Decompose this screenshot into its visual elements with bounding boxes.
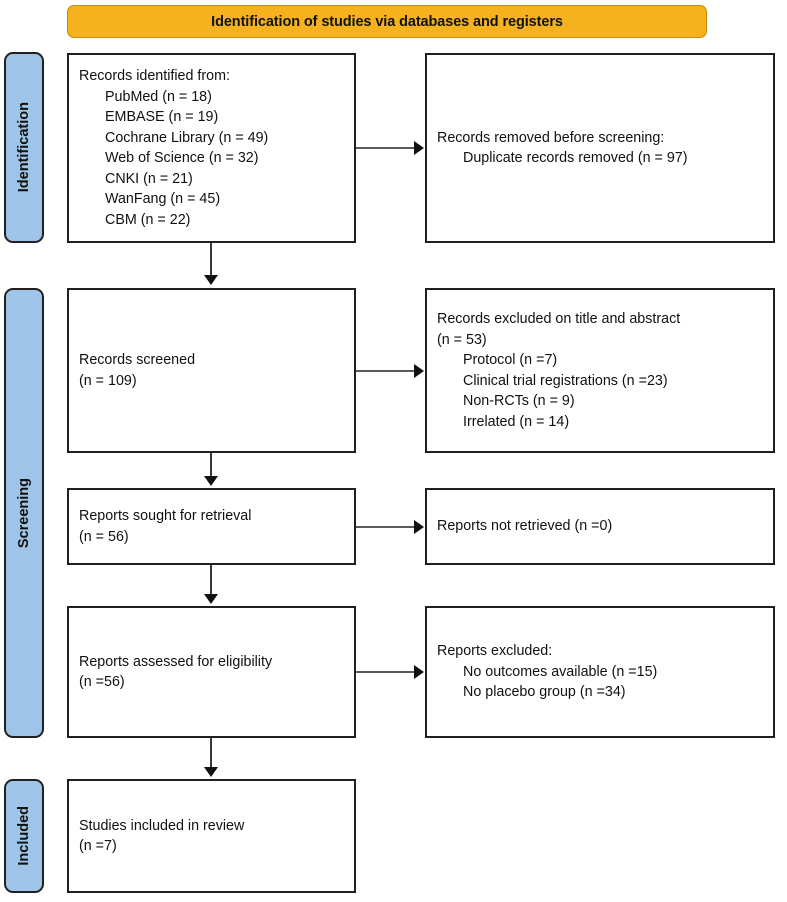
arrowhead-assessed-to-included: [204, 767, 218, 777]
diagram-banner: Identification of studies via databases …: [67, 5, 707, 38]
records-excluded-item-non-rcts: Non-RCTs (n = 9): [463, 393, 575, 409]
reports-assessed-label: Reports assessed for eligibility: [79, 653, 273, 670]
studies-included-label: Studies included in review: [79, 817, 245, 834]
stage-label-identification: Identification: [4, 52, 44, 243]
connector-screened-to-sought: [210, 453, 212, 478]
connector-sought-to-not-retrieved: [356, 526, 415, 528]
box-records-excluded: Records excluded on title and abstract (…: [425, 288, 775, 453]
box-reports-not-retrieved: Reports not retrieved (n =0): [425, 488, 775, 565]
arrowhead-sought-to-assessed: [204, 594, 218, 604]
box-reports-sought: Reports sought for retrieval (n = 56): [67, 488, 356, 565]
records-excluded-item-protocol: Protocol (n =7): [463, 352, 558, 368]
connector-identified-to-removed: [356, 147, 415, 149]
records-excluded-item-clinical-trial-registrations: Clinical trial registrations (n =23): [463, 372, 668, 389]
reports-sought-count: (n = 56): [79, 528, 129, 545]
reports-sought-label: Reports sought for retrieval: [79, 508, 252, 524]
stage-label-screening-text: Screening: [16, 477, 32, 549]
arrowhead-screened-to-excluded: [414, 364, 424, 378]
records-identified-item-embase: EMBASE (n = 19): [105, 109, 219, 125]
arrowhead-identified-to-removed: [414, 141, 424, 155]
stage-label-screening: Screening: [4, 288, 44, 738]
box-reports-assessed: Reports assessed for eligibility (n =56): [67, 606, 356, 738]
records-identified-item-pubmed: PubMed (n = 18): [105, 88, 212, 105]
records-identified-item-cochrane: Cochrane Library (n = 49): [105, 129, 269, 146]
box-records-identified: Records identified from: PubMed (n = 18)…: [67, 53, 356, 243]
reports-excluded-item-no-placebo: No placebo group (n =34): [463, 684, 626, 701]
records-screened-label: Records screened: [79, 352, 196, 368]
arrowhead-sought-to-not-retrieved: [414, 520, 424, 534]
records-identified-item-cnki: CNKI (n = 21): [105, 170, 193, 187]
records-excluded-heading: Records excluded on title and abstract: [437, 311, 681, 327]
banner-title: Identification of studies via databases …: [211, 13, 563, 30]
connector-assessed-to-included: [210, 738, 212, 769]
stage-label-included-text: Included: [16, 806, 32, 866]
records-identified-item-web-of-science: Web of Science (n = 32): [105, 150, 259, 166]
records-screened-count: (n = 109): [79, 372, 137, 389]
arrowhead-identified-to-screened: [204, 275, 218, 285]
records-identified-item-cbm: CBM (n = 22): [105, 211, 191, 228]
records-removed-item-duplicates: Duplicate records removed (n = 97): [463, 150, 688, 166]
connector-sought-to-assessed: [210, 565, 212, 596]
stage-label-included: Included: [4, 779, 44, 893]
records-removed-heading: Records removed before screening:: [437, 129, 665, 146]
connector-assessed-to-excluded: [356, 671, 415, 673]
reports-assessed-count: (n =56): [79, 674, 125, 690]
arrowhead-assessed-to-excluded: [414, 665, 424, 679]
records-excluded-item-irrelated: Irrelated (n = 14): [463, 413, 570, 430]
connector-screened-to-excluded: [356, 370, 415, 372]
reports-excluded-item-no-outcomes: No outcomes available (n =15): [463, 663, 658, 680]
records-excluded-count: (n = 53): [437, 331, 487, 348]
reports-not-retrieved-label: Reports not retrieved (n =0): [437, 518, 613, 535]
box-reports-excluded: Reports excluded: No outcomes available …: [425, 606, 775, 738]
box-studies-included: Studies included in review (n =7): [67, 779, 356, 893]
connector-identified-to-screened: [210, 243, 212, 277]
arrowhead-screened-to-sought: [204, 476, 218, 486]
stage-label-identification-text: Identification: [16, 102, 32, 193]
records-identified-heading: Records identified from:: [79, 68, 230, 84]
records-identified-item-wanfang: WanFang (n = 45): [105, 191, 221, 207]
reports-excluded-heading: Reports excluded:: [437, 643, 553, 660]
box-records-removed: Records removed before screening: Duplic…: [425, 53, 775, 243]
box-records-screened: Records screened (n = 109): [67, 288, 356, 453]
studies-included-count: (n =7): [79, 838, 117, 854]
